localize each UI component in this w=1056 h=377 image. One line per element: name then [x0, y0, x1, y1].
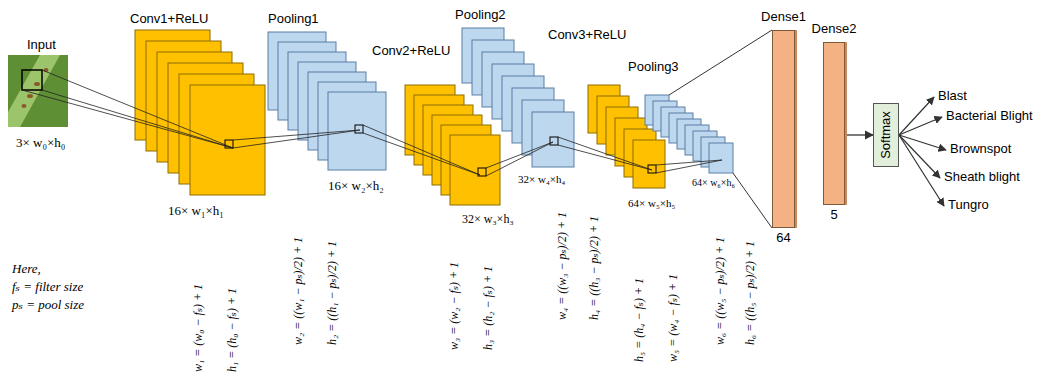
projection-line — [656, 160, 722, 173]
pooled-feature-map — [709, 143, 733, 173]
leaf-blade — [8, 55, 60, 127]
kernel-window — [550, 137, 558, 145]
output-arrow — [899, 97, 934, 135]
projection-line — [486, 142, 553, 168]
layer-name: Pooling2 — [455, 8, 506, 23]
size-formula: w₅ = (w₄ − fₛ) + 1 — [667, 274, 681, 362]
layer-name: Dense2 — [812, 22, 857, 37]
output-arrow — [899, 135, 940, 178]
class-label: Bacterial Blight — [946, 109, 1033, 124]
leaf-spot — [22, 104, 27, 108]
layer-name: Pooling3 — [628, 60, 679, 75]
layer-name: Conv3+ReLU — [548, 28, 626, 43]
projection-line — [42, 90, 233, 148]
dimension-label: 64× w₆×h₆ — [692, 177, 735, 189]
kernel-window — [355, 125, 363, 133]
size-formula: w₃ = (w₂ − fₛ) + 1 — [448, 262, 462, 350]
projection-line — [558, 145, 652, 170]
projection-line — [233, 130, 360, 148]
conv-feature-map — [190, 85, 265, 195]
layer-name: Softmax — [879, 111, 894, 159]
unit-count: 64 — [776, 231, 790, 246]
projection-line — [363, 133, 480, 175]
leaf-spot — [27, 94, 33, 98]
conv-feature-map — [450, 135, 500, 205]
layer-name: Conv2+ReLU — [372, 44, 450, 59]
pooled-feature-map — [532, 112, 574, 167]
size-formula: h₃ = (h₂ − fₛ) + 1 — [482, 266, 496, 350]
class-label: Brownspot — [950, 142, 1011, 157]
leaf-photo — [8, 55, 68, 127]
size-formula: h₂ = ((h₁ − pₛ)/2) + 1 — [326, 241, 340, 345]
size-formula: h₁ = (h₀ − fₛ) + 1 — [226, 288, 240, 372]
projection-line — [486, 142, 553, 176]
projection-line — [42, 70, 233, 148]
class-label: Sheath blight — [944, 170, 1020, 185]
projection-line — [363, 125, 480, 175]
output-arrow — [899, 117, 942, 135]
projection-line — [233, 130, 360, 140]
output-arrow — [899, 135, 944, 206]
receptive-field — [22, 70, 42, 90]
class-label: Tungro — [948, 198, 989, 213]
note-text: pₛ = pool size — [12, 298, 84, 313]
softmax-box: Softmax — [873, 103, 899, 167]
projection-line — [656, 160, 722, 165]
dimension-label: 64× w₅×h₅ — [628, 197, 675, 210]
conv-feature-map — [633, 140, 665, 188]
dimension-label: 16× w₁×h₁ — [168, 204, 224, 219]
class-label: Blast — [938, 89, 967, 104]
projection-line — [669, 30, 772, 95]
input-label: Input — [27, 38, 56, 53]
size-formula: w₁ = (w₀ − fₛ) + 1 — [192, 284, 206, 372]
size-formula: w₄ = ((w₃ − pₛ)/2) + 1 — [556, 212, 570, 320]
size-formula: h₆ = ((h₅ − pₛ)/2) + 1 — [744, 241, 758, 345]
size-formula: w₆ = ((w₅ − pₛ)/2) + 1 — [714, 237, 728, 345]
dimension-label: 3× w₀×h₀ — [16, 136, 65, 151]
dimension-label: 32× w₄×h₄ — [518, 173, 565, 186]
projection-line — [558, 137, 652, 170]
connector-arrow — [845, 134, 873, 135]
size-formula: w₂ = ((w₁ − pₛ)/2) + 1 — [292, 237, 306, 345]
projection-line — [733, 173, 772, 228]
layer-name: Dense1 — [761, 10, 806, 25]
note-text: fₛ = filter size — [12, 280, 83, 295]
dimension-label: 32× w₃×h₃ — [462, 213, 514, 227]
dimension-label: 16× w₂×h₂ — [328, 179, 384, 194]
dense-layer: Dense164 — [772, 30, 795, 228]
dense-layer: Dense25 — [823, 42, 845, 205]
layer-name: Pooling1 — [268, 12, 319, 27]
unit-count: 5 — [830, 208, 837, 223]
leaf-spot — [34, 82, 40, 86]
size-formula: h₅ = (h₄ − fₛ) + 1 — [633, 278, 647, 362]
layer-name: Conv1+ReLU — [130, 12, 208, 27]
size-formula: h₄ = ((h₃ − pₛ)/2) + 1 — [588, 216, 602, 320]
note-text: Here, — [12, 262, 41, 277]
